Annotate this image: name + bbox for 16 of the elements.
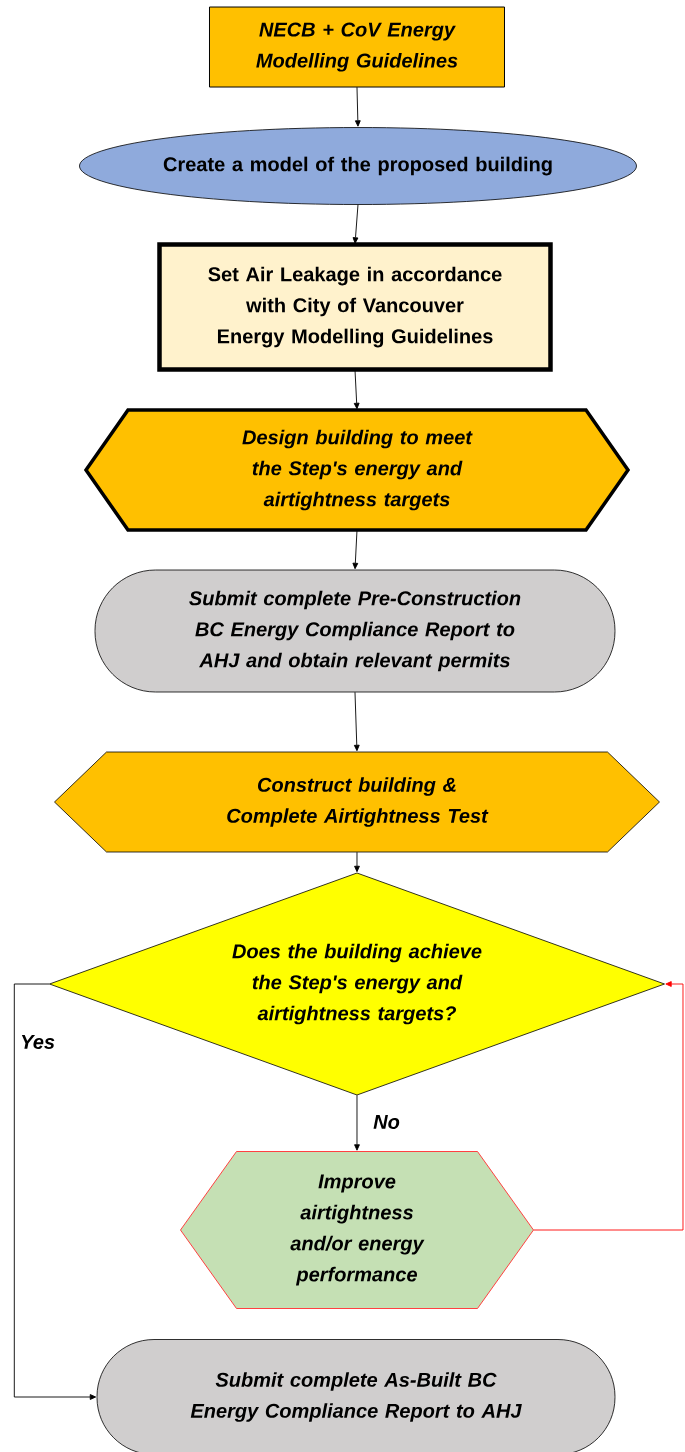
arrow <box>354 1094 360 1151</box>
arrow <box>353 369 360 410</box>
terminal-box: Submit complete Pre-Construction BC Energy Compliance Report to AHJ and obtain relevant permits <box>94 569 616 693</box>
arrow <box>352 529 359 570</box>
process-box: Set Air Leakage in accordance with City of Vancouver Energy Modelling Guidelines <box>157 242 553 372</box>
arrow <box>352 204 359 244</box>
arrow <box>533 981 684 1231</box>
arrow <box>354 86 361 127</box>
terminal-box: Submit complete As-Built BC Energy Compliance Report to AHJ <box>96 1339 616 1452</box>
arrow <box>354 851 360 873</box>
start-box: NECB + CoV Energy Modelling Guidelines <box>209 6 505 88</box>
arrow <box>353 691 360 752</box>
preparation-hexagon: Construct building & Complete Airtightness Test <box>54 751 660 853</box>
edge-label: No <box>372 1114 401 1130</box>
arrow <box>13 983 97 1400</box>
preparation-hexagon: Improve airtightness and/or energy performance <box>180 1151 534 1309</box>
